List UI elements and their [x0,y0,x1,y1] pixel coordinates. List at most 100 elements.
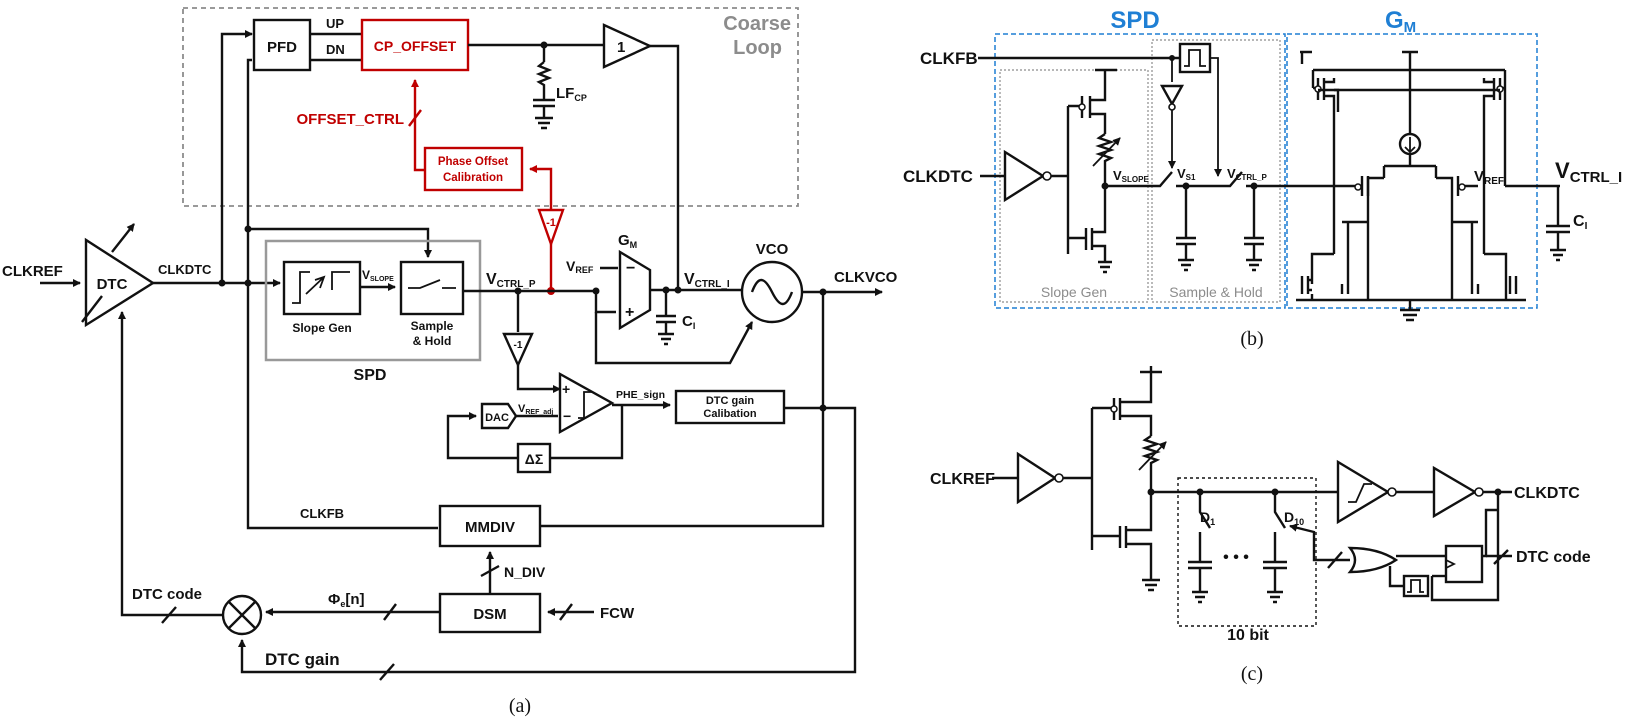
v-ctrl-i-label-b: VCTRL_I [1555,158,1622,186]
v-ref-label: VREF [566,258,594,275]
red-buffer-label: -1 [546,217,556,229]
slope-gen-label: Slope Gen [292,321,351,335]
sample-hold-line2: & Hold [413,334,452,348]
d1-label: D1 [1200,509,1215,527]
gm-region-box [1286,33,1538,309]
dtc-gain-calibration-block [674,389,786,425]
dtc-gain-label: DTC gain [265,650,340,669]
caption-b: (b) [1240,328,1263,350]
inverter-buffer [502,332,534,368]
v-s1-label: VS1 [1177,166,1196,182]
clkdtc-label-c: CLKDTC [1514,485,1580,502]
up-label: UP [326,16,344,31]
v-ctrl-i-label: VCTRL_I [684,271,730,290]
clkref-label-c: CLKREF [930,471,995,488]
dff-block [1444,544,1484,584]
phase-offset-cal-line1: Phase Offset [438,156,508,168]
delta-sigma-block [516,442,552,474]
dac-block [480,402,518,430]
schmitt-buffer [1336,459,1391,525]
inverter-c1 [1016,451,1058,505]
spd-title: SPD [1110,7,1159,34]
clkdtc-label: CLKDTC [158,262,212,277]
phi-e-label: Φe[n] [328,591,364,609]
comparator-plus: + [562,381,570,397]
inverter-input-b [1003,149,1046,203]
unity-buffer [602,23,653,69]
offset-ctrl-label: OFFSET_CTRL [297,111,405,128]
pulse-gen-block [1178,42,1212,74]
spd-label: SPD [354,367,387,384]
panel-c: CLKREF D1 D10 • • • 10 bit CLKDTC DTC co… [930,366,1591,685]
c-i-label: CI [682,313,695,331]
sample-hold-region-label: Sample & Hold [1169,284,1262,300]
pulse-gen-c [1402,574,1430,598]
bits-label: 10 bit [1227,627,1269,644]
v-slope-label-b: VSLOPE [1113,168,1149,184]
phase-offset-calibration-block [423,146,524,192]
spd-region-box [994,33,1286,309]
dtc-gain-cal-line1: DTC gain [706,395,755,407]
coarse-loop-label-1: Coarse [723,13,791,35]
cp-offset-label: CP_OFFSET [374,38,457,54]
ellipsis-label: • • • [1223,549,1249,566]
output-inverter-c [1432,465,1478,519]
slope-gen-region-label: Slope Gen [1041,284,1107,300]
inverter-b [1159,84,1185,107]
sample-hold-region [1151,39,1281,303]
clkfb-label-b: CLKFB [920,49,978,68]
delta-sigma-label: ΔΣ [525,451,543,467]
v-slope-label: VSLOPE [362,268,394,283]
cp-offset-block [360,18,470,72]
slope-gen-block [282,260,362,316]
mmdiv-label: MMDIV [465,519,515,536]
pfd-block [252,18,312,72]
gm-title: GM [1385,7,1416,36]
unity-buffer-label: 1 [617,39,625,56]
c-i-label-b: CI [1573,213,1588,232]
gm-block [618,249,652,331]
v-ref-label-b: VREF [1474,168,1504,187]
comparator-block [558,371,615,435]
dac-label: DAC [485,412,509,424]
gm-plus: + [625,304,634,321]
coarse-loop-label-2: Loop [733,37,782,59]
gm-minus: − [626,260,635,277]
mmdiv-block [438,504,542,548]
or-gate [1347,546,1399,574]
coarse-loop-box [182,7,799,207]
lf-cp-label: LFCP [556,85,587,103]
dn-label: DN [326,42,345,57]
dtc-block [84,237,156,328]
inverter-buffer-label: -1 [514,340,523,351]
sample-hold-line1: Sample [411,319,454,333]
dtc-label: DTC [97,276,128,293]
v-ctrl-p-label: VCTRL_P [486,271,536,290]
clkvco-label: CLKVCO [834,269,898,286]
dtc-gain-cal-line2: Calibation [703,408,756,420]
dtc-code-label-a: DTC code [132,586,202,603]
dtc-code-label-c: DTC code [1516,549,1591,566]
clkdtc-label-b: CLKDTC [903,167,973,186]
pfd-label: PFD [267,39,297,56]
cap-bank-box [1177,477,1317,627]
dsm-label: DSM [473,606,506,623]
gm-label: GM [618,232,637,250]
caption-a: (a) [509,695,531,717]
d10-label: D10 [1284,509,1304,527]
red-buffer [537,208,565,248]
n-div-label: N_DIV [504,564,546,580]
clkref-label: CLKREF [2,263,63,280]
fcw-label: FCW [600,605,635,622]
vco-label: VCO [756,241,789,258]
phase-offset-cal-line2: Calibration [443,172,503,184]
spd-box [264,239,482,362]
v-ref-adj-label: VREF_adj [518,403,553,416]
caption-c: (c) [1241,663,1263,685]
phe-sign-label: PHE_sign [616,389,665,401]
panel-b: SPD GM Slope Gen Sample & Hold CLKFB CLK… [903,7,1622,350]
clkfb-label: CLKFB [300,506,344,521]
v-ctrl-p-label-b: VCTRL_P [1227,166,1267,182]
